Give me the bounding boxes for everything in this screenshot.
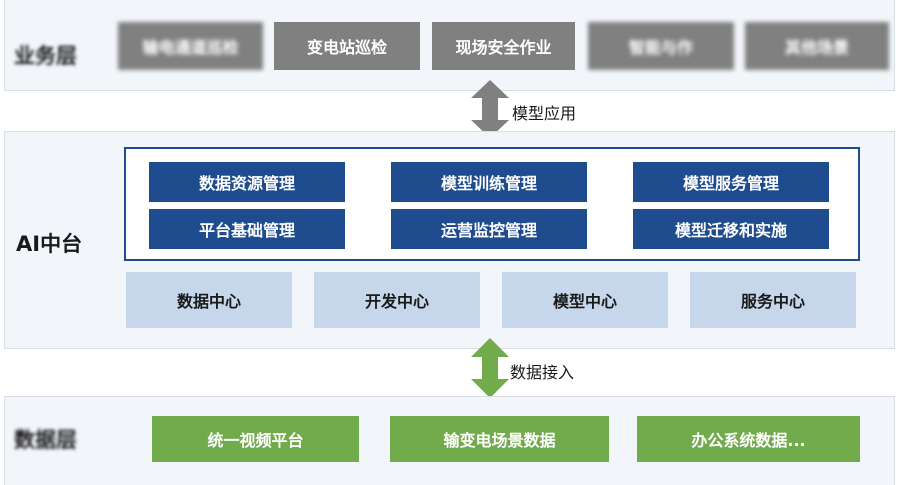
module-model-service: 模型服务管理	[633, 162, 829, 202]
module-operation-monitor: 运营监控管理	[391, 209, 587, 249]
data-layer-label: 数据层	[14, 428, 77, 452]
center-service: 服务中心	[690, 272, 856, 328]
data-access-label: 数据接入	[510, 363, 575, 382]
center-data: 数据中心	[126, 272, 292, 328]
data-item-video-platform: 统一视频平台	[152, 416, 359, 462]
data-access-arrow	[471, 338, 509, 398]
business-item-intelligent: 智能与作	[588, 22, 734, 70]
ai-layer-label: AI中台	[16, 232, 83, 256]
data-item-substation-data: 输变电场景数据	[390, 416, 609, 462]
module-data-resource: 数据资源管理	[149, 162, 345, 202]
business-item-transmission: 输电通道巡检	[118, 22, 263, 70]
module-model-training: 模型训练管理	[391, 162, 587, 202]
center-development: 开发中心	[314, 272, 480, 328]
module-platform-base: 平台基础管理	[149, 209, 345, 249]
business-item-substation: 变电站巡检	[274, 22, 420, 70]
business-layer-label: 业务层	[14, 44, 77, 68]
model-application-label: 模型应用	[512, 104, 577, 123]
module-model-migration: 模型迁移和实施	[633, 209, 829, 249]
business-item-field-safety: 现场安全作业	[432, 22, 575, 70]
model-application-arrow	[471, 80, 509, 138]
data-item-office-data: 办公系统数据...	[637, 416, 860, 462]
center-model: 模型中心	[502, 272, 668, 328]
business-item-other: 其他场景	[745, 22, 889, 70]
